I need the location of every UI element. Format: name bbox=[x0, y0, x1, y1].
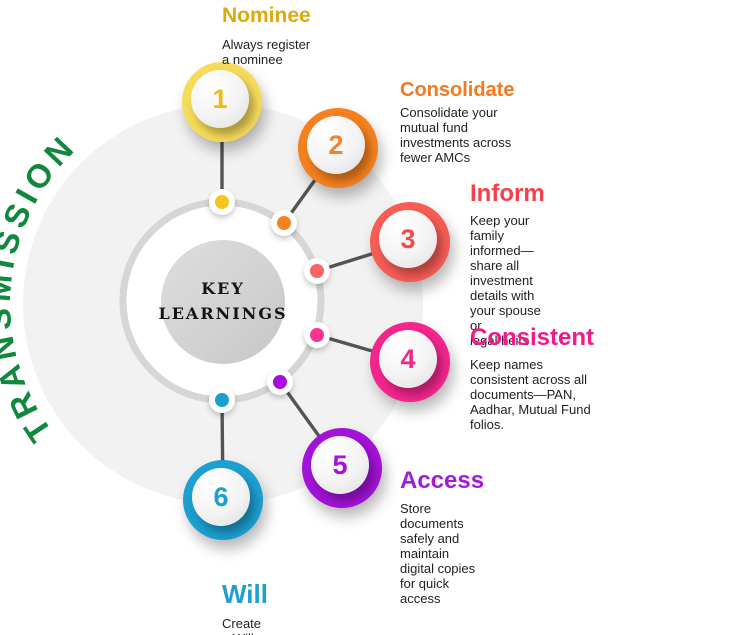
center-circle: KEY LEARNINGS bbox=[158, 240, 288, 364]
step-4-circle: 4 bbox=[370, 322, 450, 402]
step-5-title: Access bbox=[400, 467, 485, 494]
step-3-connector-dot bbox=[304, 258, 330, 284]
step-4-title: Consistent bbox=[470, 324, 595, 351]
step-6-connector-dot bbox=[209, 387, 235, 413]
step-5-number: 5 bbox=[311, 436, 369, 494]
step-4-description: Keep names consistent across all documen… bbox=[470, 356, 591, 432]
step-3-dot-core bbox=[310, 264, 324, 278]
step-1-number: 1 bbox=[191, 70, 249, 128]
step-5-connector-dot bbox=[267, 369, 293, 395]
step-3-description: Keep your family informed—share all inve… bbox=[470, 212, 541, 348]
step-1-circle: 1 bbox=[182, 62, 262, 142]
step-1-description: Always register a nominee bbox=[222, 36, 311, 67]
step-6-circle: 6 bbox=[183, 460, 263, 540]
step-4-connector-dot bbox=[304, 322, 330, 348]
step-2-connector-dot bbox=[271, 210, 297, 236]
center-title-line1: KEY bbox=[201, 279, 245, 299]
step-5-dot-core bbox=[273, 375, 287, 389]
step-6-number: 6 bbox=[192, 468, 250, 526]
step-1-connector-dot bbox=[209, 189, 235, 215]
step-3-title: Inform bbox=[470, 180, 545, 207]
step-4-label-block: Consistent Keep names consistent across … bbox=[470, 324, 595, 432]
step-2-title: Consolidate bbox=[400, 79, 515, 101]
step-2-circle: 2 bbox=[298, 108, 378, 188]
step-5-label-block: Access Store documents safely and mainta… bbox=[400, 467, 485, 606]
step-6-description: Create a Will and register it bbox=[222, 616, 262, 635]
step-2-dot-core bbox=[277, 216, 291, 230]
step-4-number: 4 bbox=[379, 330, 437, 388]
step-1-title: Nominee bbox=[222, 4, 311, 27]
step-5-description: Store documents safely and maintain digi… bbox=[400, 500, 476, 606]
step-6-title: Will bbox=[222, 579, 268, 609]
step-3-number: 3 bbox=[379, 210, 437, 268]
step-1-label-block: Nominee Always register a nominee bbox=[222, 4, 311, 67]
step-2-label-block: Consolidate Consolidate your mutual fund… bbox=[400, 79, 514, 165]
step-5-circle: 5 bbox=[302, 428, 382, 508]
step-3-circle: 3 bbox=[370, 202, 450, 282]
step-2-number: 2 bbox=[307, 116, 365, 174]
step-2-description: Consolidate your mutual fund investments… bbox=[400, 105, 512, 166]
step-1-dot-core bbox=[215, 195, 229, 209]
step-6-dot-core bbox=[215, 393, 229, 407]
center-title-line2: LEARNINGS bbox=[158, 304, 288, 323]
step-3-label-block: Inform Keep your family informed—share a… bbox=[470, 180, 545, 348]
step-4-dot-core bbox=[310, 328, 324, 342]
step-6-label-block: Will Create a Will and register it bbox=[222, 579, 268, 635]
